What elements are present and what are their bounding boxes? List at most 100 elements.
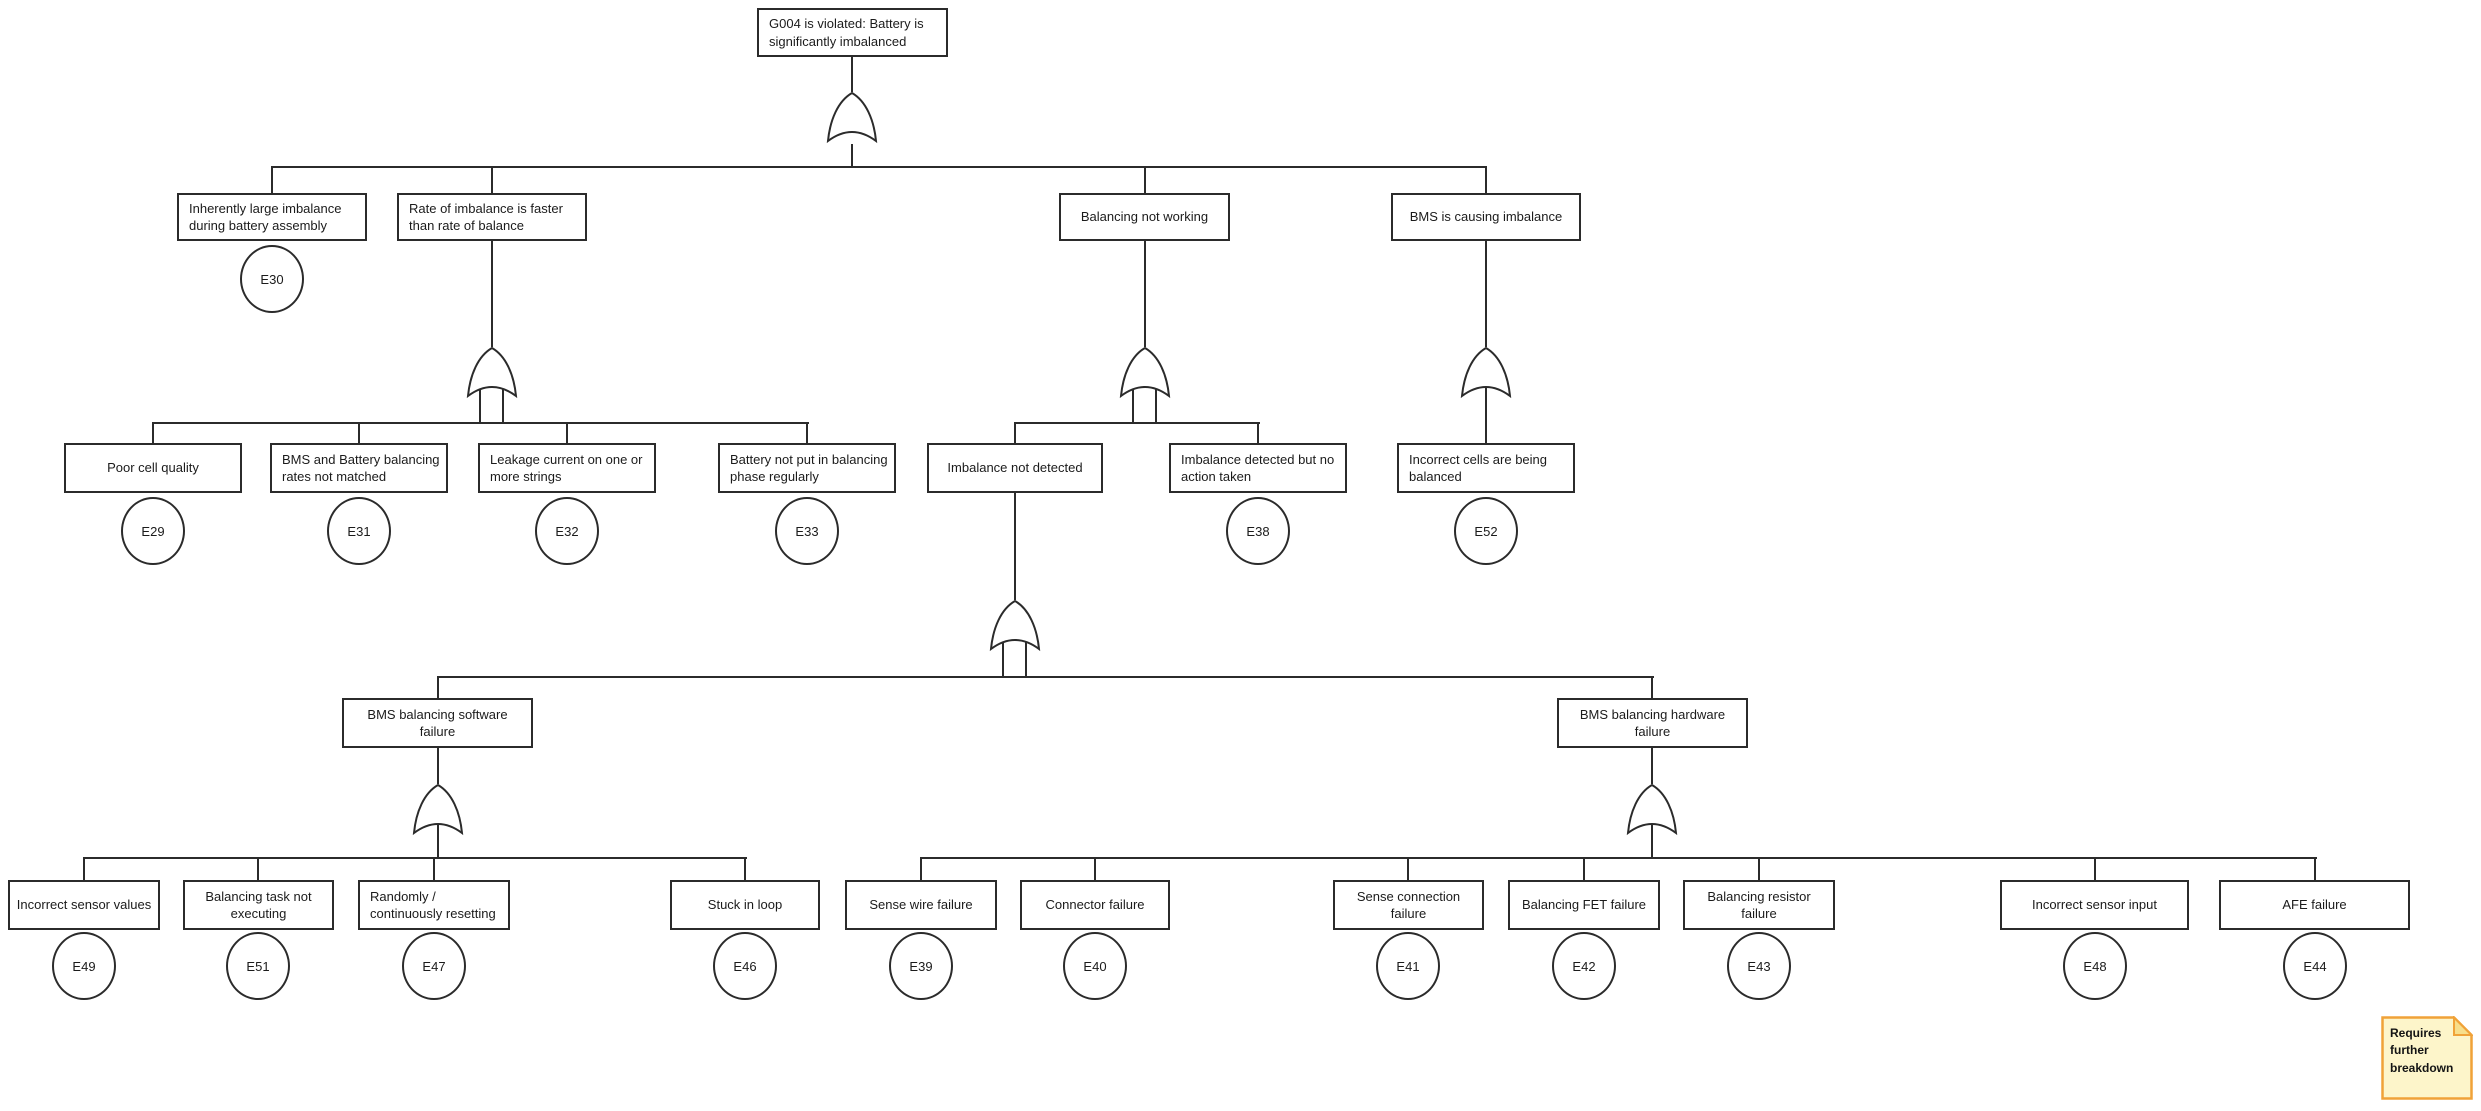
sticky-note-text: Requires further breakdown (2390, 1026, 2454, 1075)
node-detected-no-action: Imbalance detected but no action taken (1169, 443, 1347, 493)
connector-line (920, 857, 2317, 859)
node-top-event-g004: G004 is violated: Battery is significant… (757, 8, 948, 57)
event-id: E52 (1474, 523, 1498, 539)
event-id: E40 (1083, 958, 1107, 974)
connector-line (2314, 857, 2316, 881)
event-id: E33 (795, 523, 819, 539)
node-label: G004 is violated: Battery is significant… (769, 16, 924, 49)
connector-line (1583, 857, 1585, 881)
or-gate-icon (826, 91, 878, 144)
event-id: E46 (733, 958, 757, 974)
event-circle-e38: E38 (1226, 497, 1290, 565)
node-connector-failure: Connector failure (1020, 880, 1170, 930)
connector-line (1025, 642, 1027, 678)
connector-line (502, 389, 504, 424)
connector-line (271, 166, 1487, 168)
or-gate-imbalance-not-detected (989, 598, 1041, 654)
event-circle-e30: E30 (240, 245, 304, 313)
node-leakage-current: Leakage current on one or more strings (478, 443, 656, 493)
event-id: E41 (1396, 958, 1420, 974)
connector-line (271, 166, 273, 194)
or-gate-rate-of-imbalance (466, 345, 518, 401)
connector-line (491, 241, 493, 347)
node-bms-causing-imbalance: BMS is causing imbalance (1391, 193, 1581, 241)
connector-line (437, 824, 439, 859)
connector-line (1485, 387, 1487, 445)
node-label: Balancing FET failure (1521, 897, 1647, 913)
connector-line (2094, 857, 2096, 881)
connector-line (83, 857, 85, 881)
event-circle-e51: E51 (226, 932, 290, 1000)
event-circle-e44: E44 (2283, 932, 2347, 1000)
or-gate-icon (989, 599, 1041, 652)
event-circle-e49: E49 (52, 932, 116, 1000)
sticky-note: Requires further breakdown (2381, 1016, 2473, 1100)
node-label: Balancing not working (1080, 209, 1209, 225)
event-circle-e42: E42 (1552, 932, 1616, 1000)
connector-line (851, 57, 853, 92)
or-gate-icon (1119, 346, 1171, 399)
node-label: Rate of imbalance is faster than rate of… (409, 200, 563, 233)
connector-line (566, 422, 568, 444)
node-label: AFE failure (2282, 897, 2347, 913)
event-id: E30 (260, 271, 284, 287)
event-circle-e46: E46 (713, 932, 777, 1000)
event-id: E32 (555, 523, 579, 539)
connector-line (437, 676, 439, 699)
node-stuck-in-loop: Stuck in loop (670, 880, 820, 930)
event-id: E29 (141, 523, 165, 539)
node-label: Balancing resistor failure (1707, 888, 1811, 921)
connector-line (358, 422, 360, 444)
node-inherently-large-imbalance: Inherently large imbalance during batter… (177, 193, 367, 241)
node-imbalance-not-detected: Imbalance not detected (927, 443, 1103, 493)
node-afe-failure: AFE failure (2219, 880, 2410, 930)
node-label: Imbalance not detected (947, 460, 1083, 476)
event-id: E49 (72, 958, 96, 974)
or-gate-balancing-not-working (1119, 345, 1171, 401)
connector-line (1485, 166, 1487, 194)
node-label: Poor cell quality (107, 460, 199, 476)
node-randomly-resetting: Randomly / continuously resetting (358, 880, 510, 930)
connector-line (491, 166, 493, 194)
event-circle-e39: E39 (889, 932, 953, 1000)
node-label: BMS is causing imbalance (1409, 209, 1563, 225)
connector-line (437, 676, 1654, 678)
node-incorrect-sensor-values: Incorrect sensor values (8, 880, 160, 930)
node-sense-wire-failure: Sense wire failure (845, 880, 997, 930)
connector-line (479, 389, 481, 424)
event-circle-e48: E48 (2063, 932, 2127, 1000)
event-id: E31 (347, 523, 371, 539)
connector-line (1014, 493, 1016, 600)
connector-line (851, 144, 853, 168)
connector-line (1758, 857, 1760, 881)
event-id: E51 (246, 958, 270, 974)
event-circle-e40: E40 (1063, 932, 1127, 1000)
node-balancing-resistor-failure: Balancing resistor failure (1683, 880, 1835, 930)
node-label: BMS and Battery balancing rates not matc… (282, 451, 440, 484)
node-label: Sense wire failure (869, 897, 973, 913)
event-circle-e52: E52 (1454, 497, 1518, 565)
node-incorrect-cells-balanced: Incorrect cells are being balanced (1397, 443, 1575, 493)
connector-line (1014, 422, 1260, 424)
connector-line (920, 857, 922, 881)
node-label: Battery not put in balancing phase regul… (730, 451, 888, 484)
event-circle-e47: E47 (402, 932, 466, 1000)
connector-line (1094, 857, 1096, 881)
connector-line (1651, 676, 1653, 699)
node-label: Balancing task not executing (205, 888, 312, 921)
node-label: Incorrect cells are being balanced (1409, 451, 1548, 484)
event-id: E43 (1747, 958, 1771, 974)
connector-line (1407, 857, 1409, 881)
node-label: Imbalance detected but no action taken (1181, 451, 1335, 484)
node-label: Inherently large imbalance during batter… (189, 200, 342, 233)
connector-line (433, 857, 435, 881)
node-label: Connector failure (1045, 897, 1145, 913)
node-not-in-balancing-phase: Battery not put in balancing phase regul… (718, 443, 896, 493)
event-id: E38 (1246, 523, 1270, 539)
node-rate-of-imbalance-faster: Rate of imbalance is faster than rate of… (397, 193, 587, 241)
connector-line (744, 857, 746, 881)
connector-line (1014, 422, 1016, 444)
node-label: BMS balancing software failure (367, 706, 508, 739)
connector-line (1144, 166, 1146, 194)
